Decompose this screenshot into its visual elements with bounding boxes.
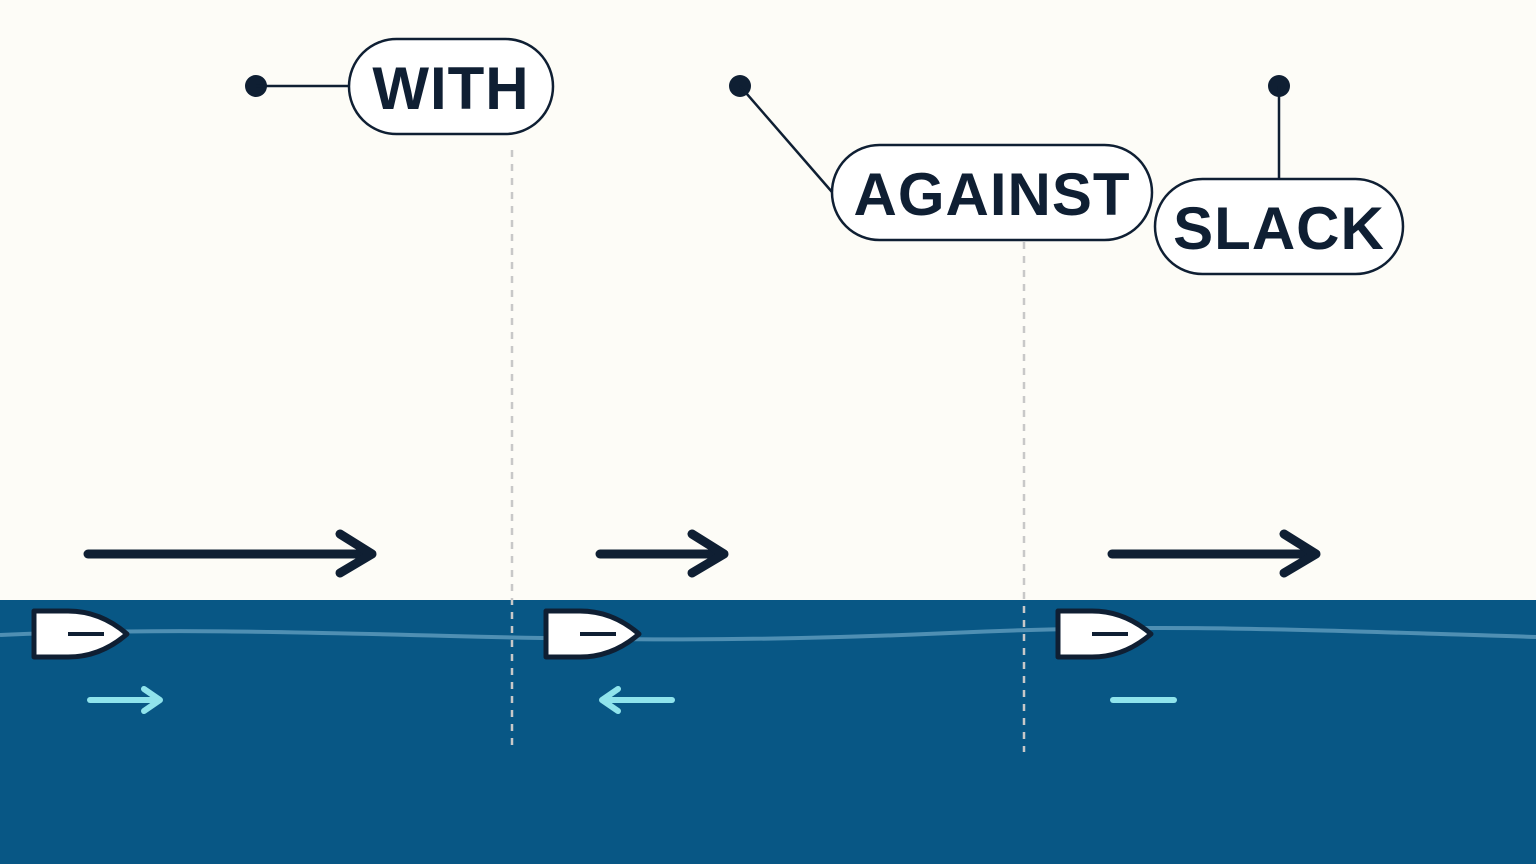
label-pill xyxy=(1153,177,1405,276)
boat-icon xyxy=(31,608,130,660)
label-with-text: WITH xyxy=(372,55,529,122)
label-slack-text: SLACK xyxy=(1173,195,1385,262)
label-slack: SLACK xyxy=(1153,75,1405,276)
leader-line xyxy=(739,85,833,193)
label-pill xyxy=(830,143,1154,242)
boat-icon xyxy=(543,608,642,660)
speed-arrow-slack xyxy=(1107,529,1321,578)
wave-line xyxy=(0,625,1536,642)
label-against: AGAINST xyxy=(729,75,1154,242)
current-against-arrow-left-icon xyxy=(599,686,675,714)
label-pill xyxy=(347,37,555,136)
water-area xyxy=(0,600,1536,864)
speed-arrow-with xyxy=(83,529,377,578)
speed-arrow-against xyxy=(595,529,729,578)
boat-icon xyxy=(1055,608,1154,660)
label-with: WITH xyxy=(245,37,555,136)
current-with-arrow-right-icon xyxy=(87,686,163,714)
label-against-text: AGAINST xyxy=(854,161,1131,228)
